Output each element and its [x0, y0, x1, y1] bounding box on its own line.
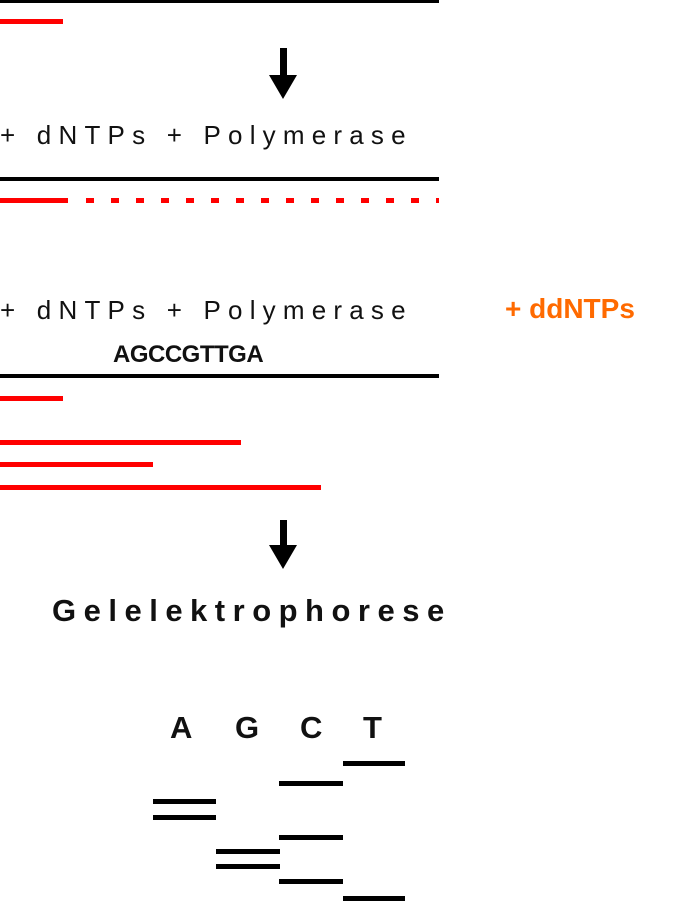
- template-strand: [0, 177, 439, 181]
- primer-strand: [0, 396, 63, 401]
- terminated-fragment: [0, 462, 153, 467]
- lane-label-a: A: [170, 710, 193, 745]
- template-strand: [0, 0, 439, 3]
- gel-band-g: [216, 849, 280, 854]
- terminated-fragment: [0, 440, 241, 445]
- down-arrow-head-icon: [269, 545, 297, 569]
- gel-band-t: [343, 761, 405, 766]
- down-arrow-icon: [280, 520, 287, 548]
- down-arrow-head-icon: [269, 75, 297, 99]
- terminated-fragment: [0, 485, 321, 490]
- lane-label-c: C: [300, 710, 323, 745]
- down-arrow-icon: [280, 48, 287, 80]
- template-sequence: AGCCGTTGA: [113, 341, 264, 368]
- primer-strand: [0, 19, 63, 24]
- lane-label-t: T: [363, 710, 382, 745]
- gel-band-a: [153, 799, 216, 804]
- extension-dotted-strand: [86, 198, 439, 203]
- primer-strand: [0, 198, 68, 203]
- ddntps-label: + ddNTPs: [505, 293, 635, 324]
- gel-band-c: [279, 879, 343, 884]
- gel-band-t: [343, 896, 405, 901]
- lane-label-g: G: [235, 710, 260, 745]
- reagents-label-1: + dNTPs + Polymerase: [0, 120, 413, 150]
- template-strand: [0, 374, 439, 378]
- gel-band-c: [279, 835, 343, 840]
- gel-band-g: [216, 864, 280, 869]
- gel-band-c: [279, 781, 343, 786]
- gel-band-a: [153, 815, 216, 820]
- gel-electrophoresis-label: Gelelektrophorese: [52, 593, 452, 628]
- reagents-label-2: + dNTPs + Polymerase: [0, 295, 413, 325]
